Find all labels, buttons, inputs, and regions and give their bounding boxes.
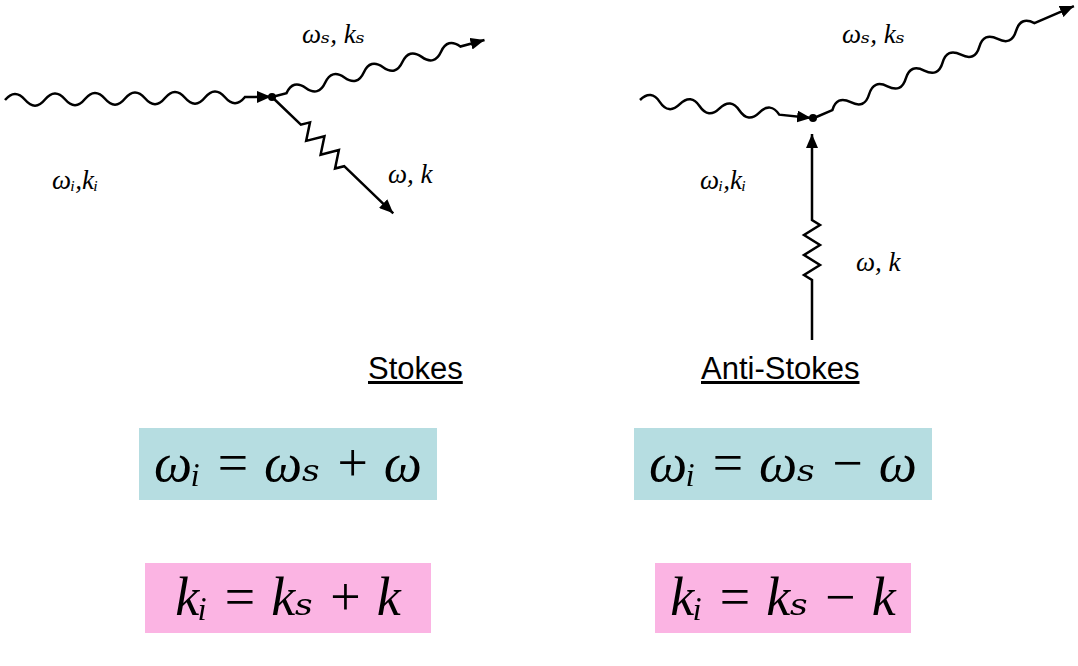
wave-label: ωₛ, kₛ (842, 20, 905, 50)
wave-label: ωₛ, kₛ (302, 20, 365, 50)
equation-box: kᵢ = kₛ + k (145, 563, 431, 633)
incoming-photon (639, 94, 811, 124)
vertex-dot (809, 114, 817, 122)
process-title: Anti-Stokes (701, 352, 860, 386)
equation-box: ωᵢ = ωₛ + ω (139, 428, 437, 500)
equation-box: ωᵢ = ωₛ − ω (634, 428, 932, 500)
process-title: Stokes (368, 352, 463, 386)
equation-box: kᵢ = kₛ − k (655, 563, 911, 633)
wave-label: ω, k (856, 248, 901, 278)
wave-label: ωᵢ,kᵢ (52, 166, 98, 196)
equation-text: kᵢ = kₛ + k (175, 568, 401, 627)
vertex-dot (268, 93, 276, 101)
phonon-line (266, 91, 398, 219)
equation-text: ωᵢ = ωₛ − ω (649, 434, 917, 493)
equation-text: kᵢ = kₛ − k (670, 568, 896, 627)
scattered-photon (812, 1, 1077, 124)
wave-label: ω, k (388, 160, 433, 190)
wave-label: ωᵢ,kᵢ (700, 166, 746, 196)
equation-text: ωᵢ = ωₛ + ω (154, 434, 422, 493)
phonon-line (804, 134, 820, 340)
incoming-photon (5, 91, 271, 106)
